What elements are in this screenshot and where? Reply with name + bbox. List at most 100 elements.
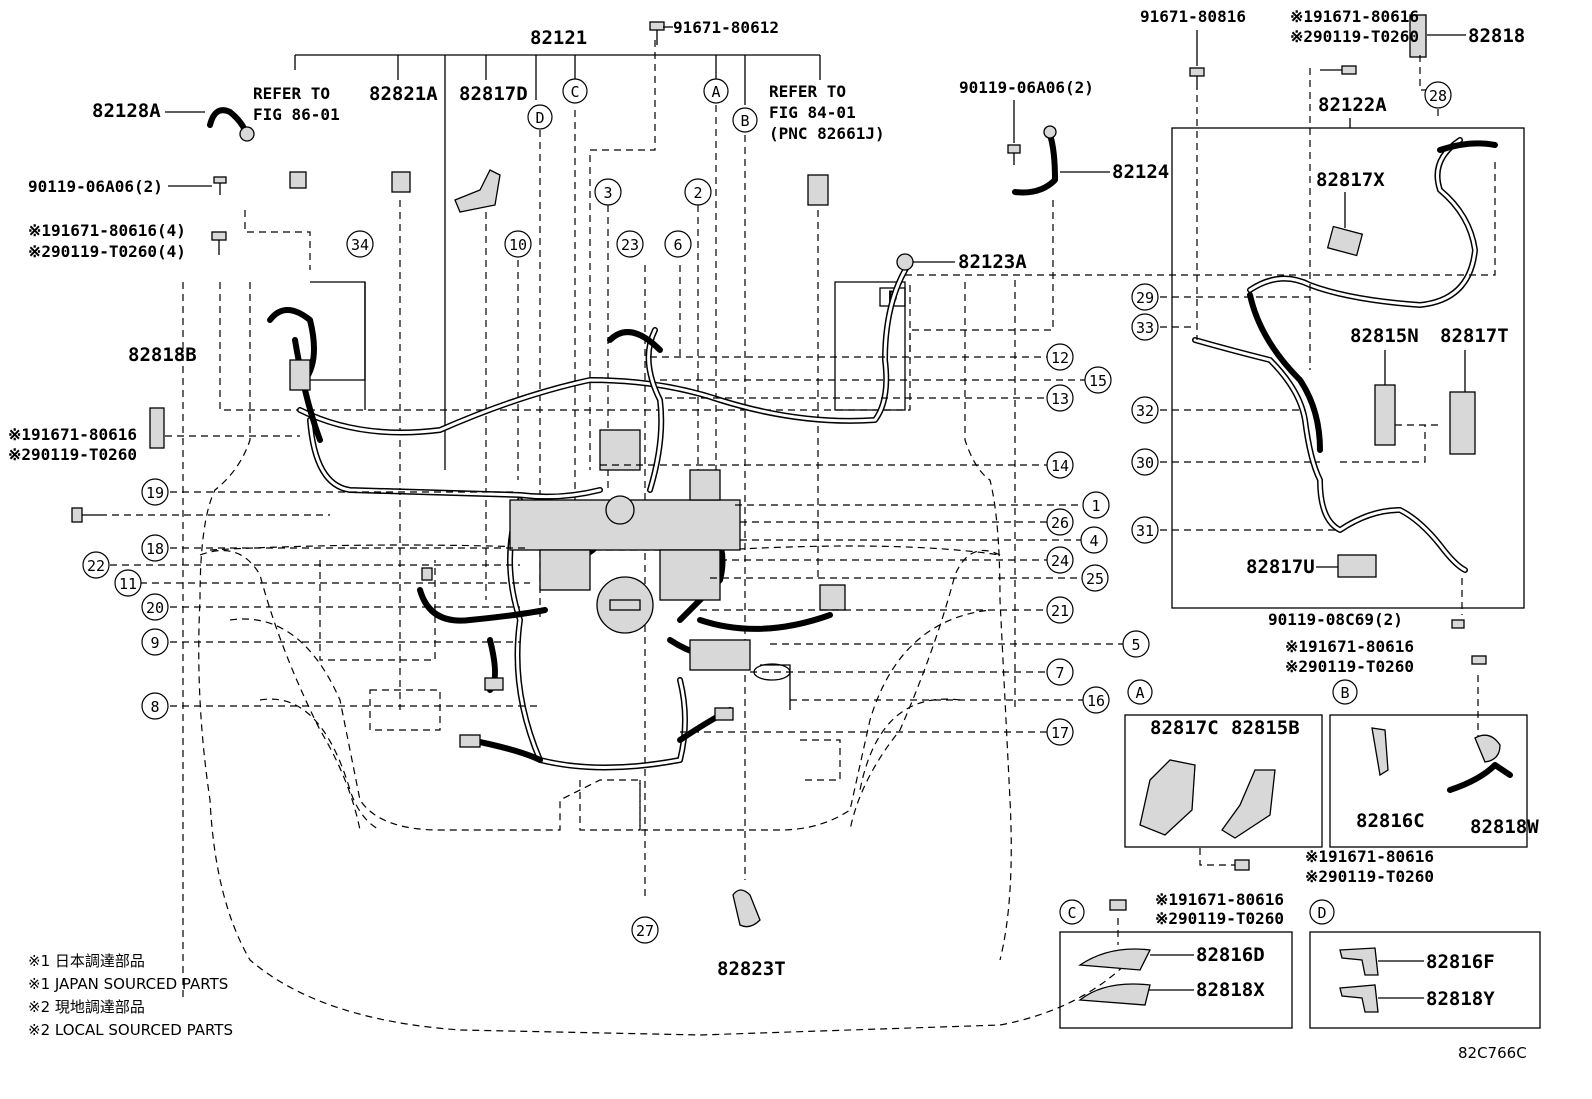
engine-cluster <box>289 359 846 748</box>
label-82818X: 82818X <box>1196 979 1265 1001</box>
callout-circle-19 <box>141 478 169 506</box>
label-82821A: 82821A <box>369 83 438 105</box>
callout-number-29: 29 <box>1136 289 1154 307</box>
callout-circle-1 <box>1082 491 1110 519</box>
inset-D <box>1309 931 1541 1029</box>
callout-circle-11 <box>114 569 142 597</box>
letter-circle-C-1 <box>1059 899 1085 925</box>
letter-A-0: A <box>711 83 720 101</box>
part-graphics <box>71 14 1427 928</box>
label-90119-06a06-right: 90119-06A06(2) <box>959 78 1094 97</box>
label-left-fastener-4: ※290119-T0260 <box>8 445 137 464</box>
callout-circle-12 <box>1046 343 1074 371</box>
callout-circle-4 <box>1080 526 1108 554</box>
callout-number-24: 24 <box>1051 552 1069 570</box>
callout-number-18: 18 <box>146 540 164 558</box>
label-c-fastener-2: ※290119-T0260 <box>1155 909 1284 928</box>
label-90119-06a06-left: 90119-06A06(2) <box>28 177 163 196</box>
callout-circle-26 <box>1046 508 1074 536</box>
callout-circle-9 <box>141 628 169 656</box>
label-91671-80816: 91671-80816 <box>1140 7 1246 26</box>
callout-circle-29 <box>1131 283 1159 311</box>
letter-circle-B-0 <box>732 107 758 133</box>
label-82816C: 82816C <box>1356 810 1425 832</box>
inset-C <box>1059 899 1293 1029</box>
label-82818: 82818 <box>1468 25 1525 47</box>
refer-84-line3: (PNC 82661J) <box>769 124 885 143</box>
callout-number-7: 7 <box>1055 664 1064 682</box>
label-c-fastener-1: ※191671-80616 <box>1155 890 1284 909</box>
label-left-fastener-2: ※290119-T0260(4) <box>28 242 186 261</box>
callout-circle-8 <box>141 692 169 720</box>
callout-leaders <box>100 296 1340 733</box>
note-2: ※1 JAPAN SOURCED PARTS <box>28 975 228 993</box>
letter-B-1: B <box>1340 684 1349 702</box>
diagram-code: 82C766C <box>1458 1044 1527 1062</box>
label-right-mid-fastener-2: ※290119-T0260 <box>1285 657 1414 676</box>
letter-circle-A-1 <box>1127 679 1153 705</box>
callout-circle-33 <box>1131 313 1159 341</box>
callout-number-6: 6 <box>673 236 682 254</box>
callout-circle-18 <box>141 534 169 562</box>
callout-number-30: 30 <box>1136 454 1154 472</box>
letter-A-1: A <box>1135 684 1144 702</box>
callout-circle-16 <box>1082 686 1110 714</box>
label-82815B: 82815B <box>1231 717 1300 739</box>
callout-number-5: 5 <box>1131 636 1140 654</box>
letter-circle-C-0 <box>562 78 588 104</box>
label-left-fastener-3: ※191671-80616 <box>8 425 137 444</box>
callout-number-32: 32 <box>1136 402 1154 420</box>
label-91671-80612: 91671-80612 <box>673 18 779 37</box>
callout-circle-6 <box>664 230 692 258</box>
letter-circle-D-0 <box>527 104 553 130</box>
label-left-fastener-1: ※191671-80616(4) <box>28 221 186 240</box>
panel-82122A <box>905 55 1525 740</box>
leader-frame <box>182 40 1054 1000</box>
inset-B <box>1329 714 1528 848</box>
label-82816F: 82816F <box>1426 951 1495 973</box>
callout-circle-13 <box>1046 384 1074 412</box>
callout-number-12: 12 <box>1051 349 1069 367</box>
callout-number-3: 3 <box>603 184 612 202</box>
callout-number-4: 4 <box>1089 532 1098 550</box>
callout-circle-5 <box>1122 630 1150 658</box>
callout-number-31: 31 <box>1136 522 1154 540</box>
label-82817U: 82817U <box>1246 556 1315 578</box>
label-82124: 82124 <box>1112 161 1169 183</box>
label-bottom-fastener-2: ※290119-T0260 <box>1305 867 1434 886</box>
callout-circle-20 <box>141 593 169 621</box>
callout-circle-14 <box>1046 451 1074 479</box>
callout-number-16: 16 <box>1087 692 1105 710</box>
callout-circle-21 <box>1046 596 1074 624</box>
callout-circle-15 <box>1084 366 1112 394</box>
callout-circle-34 <box>346 230 374 258</box>
label-82817D: 82817D <box>459 83 528 105</box>
label-82816D: 82816D <box>1196 944 1265 966</box>
callout-circle-2 <box>684 178 712 206</box>
callout-number-14: 14 <box>1051 457 1069 475</box>
callout-number-11: 11 <box>119 575 137 593</box>
label-82121: 82121 <box>530 27 587 49</box>
callout-circle-3 <box>594 178 622 206</box>
inset-A <box>1124 714 1323 871</box>
callout-circle-24 <box>1046 546 1074 574</box>
label-bottom-fastener-1: ※191671-80616 <box>1305 847 1434 866</box>
label-right-top-fastener-2: ※290119-T0260 <box>1290 27 1419 46</box>
label-90119-08c69: 90119-08C69(2) <box>1268 610 1403 629</box>
callout-number-2: 2 <box>693 184 702 202</box>
label-right-top-fastener-1: ※191671-80616 <box>1290 7 1419 26</box>
callout-circle-22 <box>82 551 110 579</box>
letter-D-1: D <box>1317 904 1326 922</box>
note-4: ※2 LOCAL SOURCED PARTS <box>28 1021 233 1039</box>
callout-circle-17 <box>1046 718 1074 746</box>
callout-number-19: 19 <box>146 484 164 502</box>
callout-number-17: 17 <box>1051 724 1069 742</box>
label-82817C: 82817C <box>1150 717 1219 739</box>
label-right-mid-fastener-1: ※191671-80616 <box>1285 637 1414 656</box>
callout-number-26: 26 <box>1051 514 1069 532</box>
callout-circle-28 <box>1424 81 1452 109</box>
labels: 82121 91671-80612 82128A 90119-06A06(2) … <box>8 7 1539 1062</box>
callout-circle-32 <box>1131 396 1159 424</box>
